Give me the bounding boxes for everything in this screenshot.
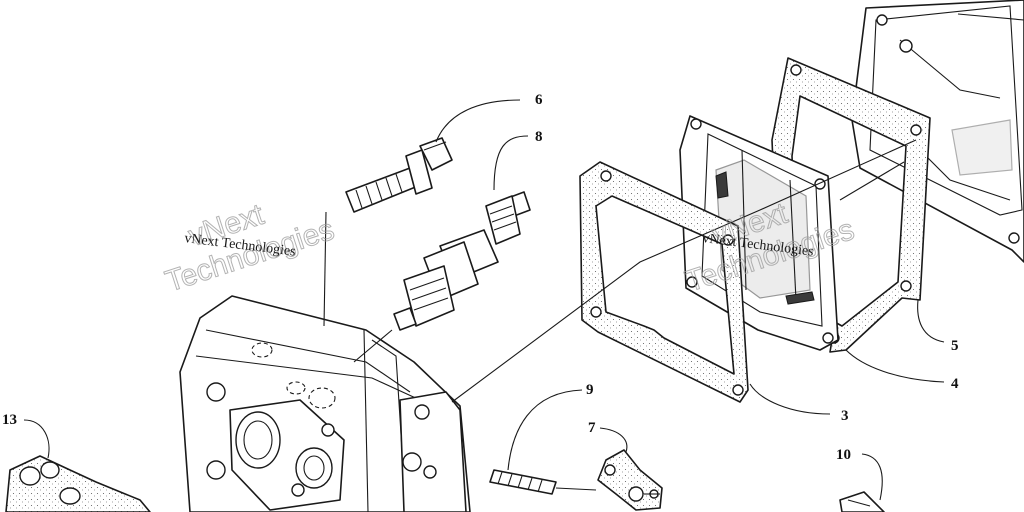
flange-bolt-part <box>345 137 453 213</box>
stud-part <box>489 469 557 495</box>
manifold-gasket-part <box>5 455 151 512</box>
rocker-plate-part <box>679 115 839 351</box>
callout-10: 10 <box>836 447 851 463</box>
callout-3: 3 <box>841 408 849 424</box>
callout-5: 5 <box>951 338 959 354</box>
exhaust-gasket-part <box>597 449 663 511</box>
cylinder-head-part <box>179 295 471 512</box>
watermark-left: vNext Technologies vNext Technologies <box>161 197 339 299</box>
fitting-part <box>839 491 885 512</box>
assembly-lines <box>323 139 917 495</box>
callout-6: 6 <box>535 92 543 108</box>
callout-7: 7 <box>588 420 596 436</box>
callout-8: 8 <box>535 129 543 145</box>
cylinder-head-gasket-part <box>579 161 749 403</box>
callout-13: 13 <box>2 412 17 428</box>
callout-9: 9 <box>586 382 594 398</box>
callout-4: 4 <box>951 376 959 392</box>
leader-lines <box>23 99 945 501</box>
callouts: 6 8 5 4 3 9 7 10 13 <box>2 92 959 463</box>
spark-plug-part <box>393 191 531 331</box>
